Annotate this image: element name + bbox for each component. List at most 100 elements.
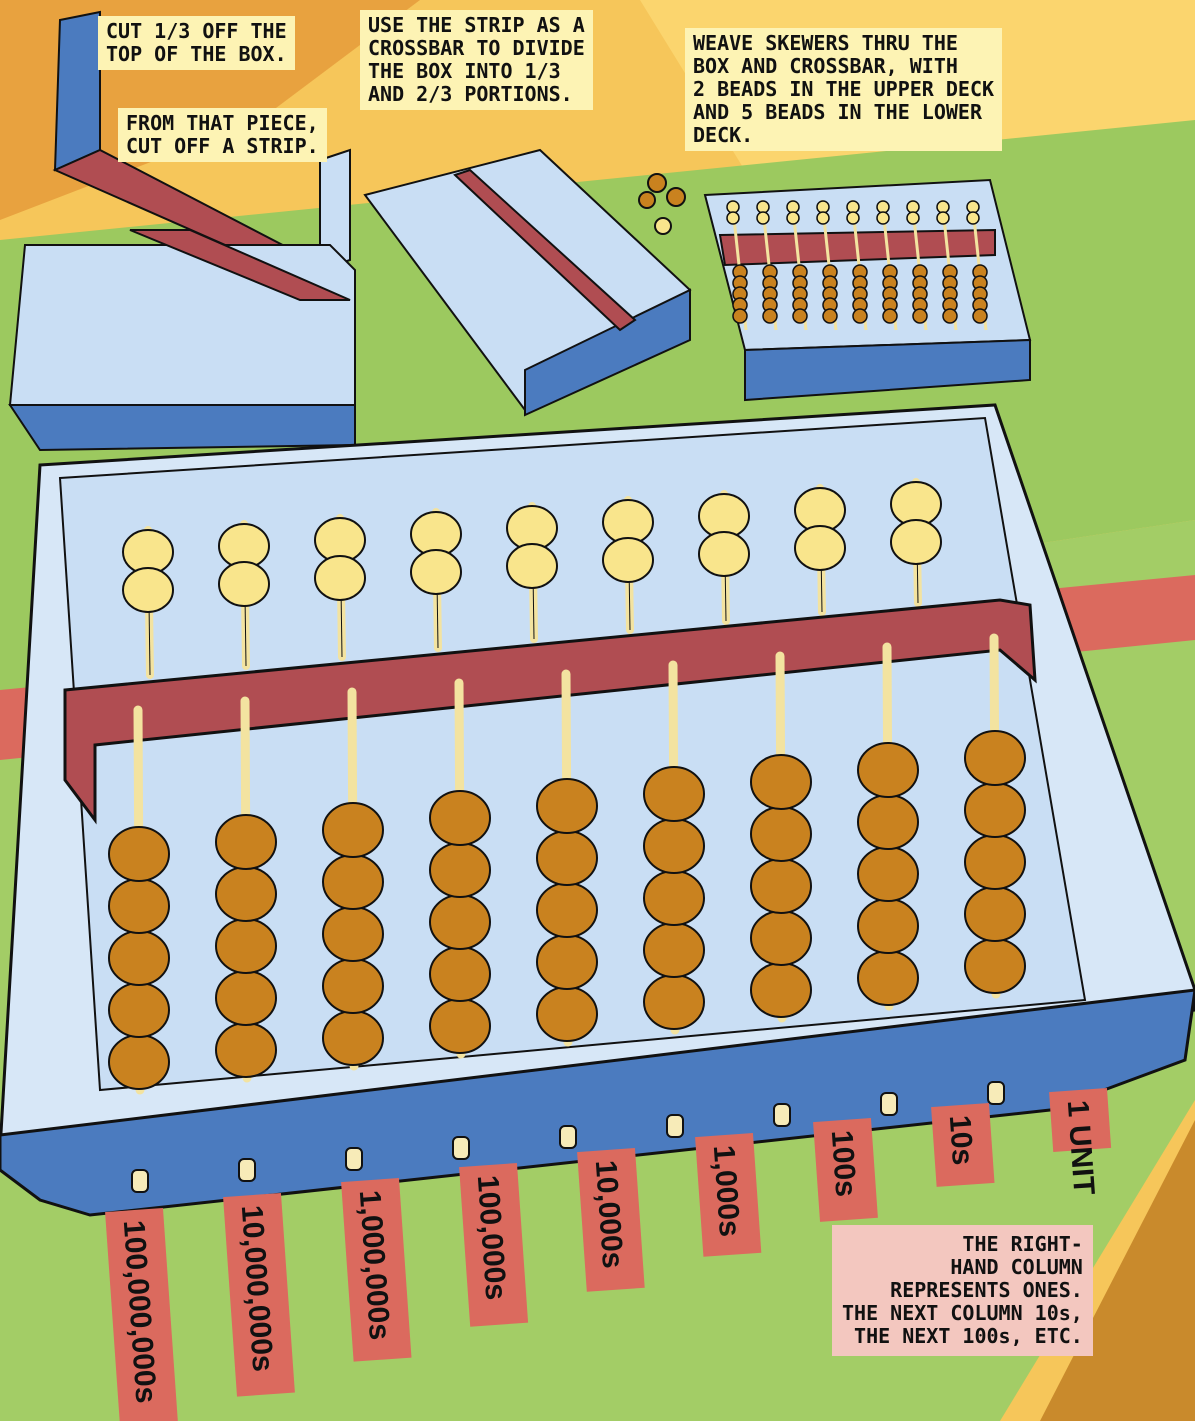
rod-end-peg [238,1158,256,1182]
rod-end-peg [773,1103,791,1127]
rod-end-peg [880,1092,898,1116]
upper-bead [890,519,942,565]
small-upper-bead [816,200,830,214]
label-strip-bg [223,1193,295,1397]
small-upper-bead [816,211,830,225]
small-upper-bead [876,200,890,214]
lower-bead [643,870,705,926]
column-label-text: 100s [825,1129,863,1198]
lower-bead [536,778,598,834]
small-lower-bead [912,308,928,324]
small-lower-bead [852,308,868,324]
small-upper-bead [966,200,980,214]
rod-end-peg [987,1081,1005,1105]
column-label-text: 10,000s [589,1159,629,1269]
caption-cut-strip: FROM THAT PIECE, CUT OFF A STRIP. [118,108,327,162]
small-lower-bead [972,308,988,324]
small-upper-bead [726,200,740,214]
upper-bead [602,537,654,583]
lower-bead [750,858,812,914]
label-strip-bg [459,1163,529,1327]
column-label-text: 1 UNIT [1061,1099,1101,1196]
rod-ends [131,1081,1005,1193]
rod-end-peg [452,1136,470,1160]
column-label-strip: 1,000s [695,1133,762,1257]
lower-bead [964,938,1026,994]
crossbar [63,598,1037,825]
lower-bead [964,834,1026,890]
caption-crossbar: USE THE STRIP AS A CROSSBAR TO DIVIDE TH… [360,10,593,110]
label-strip-bg [105,1208,179,1421]
small-lower-bead [882,308,898,324]
lower-bead [643,766,705,822]
label-strip-bg [577,1148,645,1292]
upper-bead [314,555,366,601]
lower-bead [857,898,919,954]
lower-bead [857,794,919,850]
upper-bead [698,531,750,577]
upper-bead [218,561,270,607]
lower-bead [857,950,919,1006]
column-label-strip: 10,000s [577,1148,645,1292]
label-strip-bg [1049,1088,1112,1152]
small-upper-bead [756,200,770,214]
small-upper-bead [936,211,950,225]
loose-bead [666,187,686,207]
column-label-strip: 10,000,000s [223,1193,295,1397]
lower-bead [322,802,384,858]
column-label-text: 10s [943,1114,979,1166]
lower-bead [322,906,384,962]
small-upper-bead [906,200,920,214]
small-lower-bead [732,308,748,324]
box-front-wall [0,988,1195,1217]
small-upper-bead [726,211,740,225]
lower-bead [215,866,277,922]
loose-bead [654,217,672,235]
column-label-strip: 1 UNIT [1049,1088,1112,1196]
lower-bead [643,922,705,978]
lower-bead [750,962,812,1018]
lower-bead [322,854,384,910]
caption-cut-top: CUT 1/3 OFF THE TOP OF THE BOX. [98,16,295,70]
upper-bead [122,567,174,613]
small-upper-bead [906,211,920,225]
loose-bead [638,191,656,209]
column-label-strip: 10s [931,1103,995,1187]
upper-bead [794,525,846,571]
lower-bead [215,970,277,1026]
small-lower-bead [822,308,838,324]
lower-bead [750,806,812,862]
loose-bead [647,173,667,193]
lower-bead [429,790,491,846]
label-strip-bg [341,1178,412,1362]
rod-end-peg [345,1147,363,1171]
lower-bead [857,846,919,902]
lower-bead [429,946,491,1002]
lower-bead [643,974,705,1030]
lower-bead [536,882,598,938]
small-lower-bead [942,308,958,324]
lower-bead [108,982,170,1038]
small-upper-bead [786,200,800,214]
caption-explain: THE RIGHT- HAND COLUMN REPRESENTS ONES. … [832,1225,1093,1356]
upper-bead [506,543,558,589]
lower-bead [643,818,705,874]
small-upper-bead [846,211,860,225]
small-lower-bead [792,308,808,324]
step2-box [363,148,692,417]
small-upper-bead [936,200,950,214]
small-upper-bead [876,211,890,225]
column-label-strip: 100,000,000s [105,1208,179,1421]
main-abacus-box [0,403,1195,1217]
lower-bead [964,730,1026,786]
rod-end-peg [131,1169,149,1193]
small-upper-bead [756,211,770,225]
rod-end-peg [666,1114,684,1138]
label-strip-bg [695,1133,762,1257]
lower-bead [108,878,170,934]
lower-bead [215,918,277,974]
column-label-strip: 1,000,000s [341,1178,412,1362]
